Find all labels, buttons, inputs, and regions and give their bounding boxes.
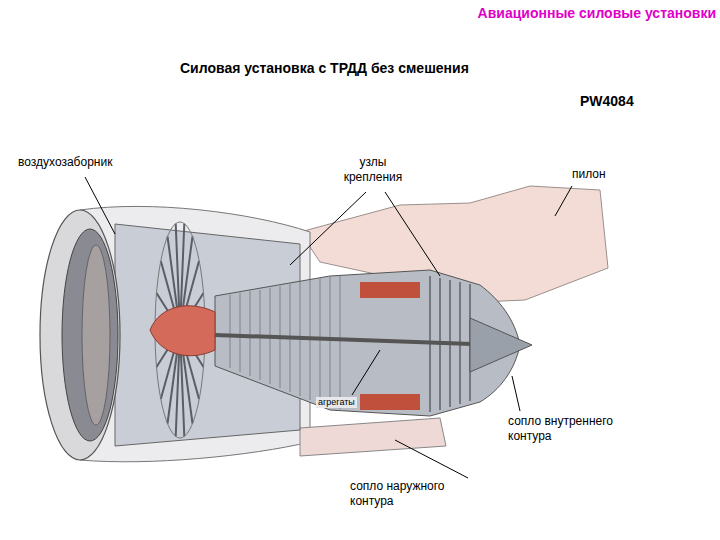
part-label: агрегаты [316, 397, 357, 408]
part-label: воздухозаборник [18, 155, 112, 170]
combustor-top [360, 282, 420, 298]
inlet-liner [82, 245, 110, 425]
part-label: пилон [572, 167, 606, 182]
diagram-title: Силовая установка с ТРДД без смешения [180, 60, 469, 78]
engine-model: PW4084 [580, 93, 634, 111]
exhaust-cone [470, 318, 532, 372]
part-label: сопло наружного контура [350, 479, 465, 509]
part-label: узлы крепления [333, 155, 413, 185]
combustor-bottom [360, 394, 420, 410]
spinner [150, 306, 215, 356]
inlet-throat [62, 229, 118, 441]
shaft [215, 335, 500, 345]
fan-nozzle [300, 418, 446, 456]
leader-lines [85, 177, 572, 478]
inlet-lip [40, 210, 120, 460]
part-label: сопло внутреннего контура [508, 414, 638, 444]
compressor-stages [230, 276, 340, 409]
section-header: Авиационные силовые установки [478, 5, 716, 23]
